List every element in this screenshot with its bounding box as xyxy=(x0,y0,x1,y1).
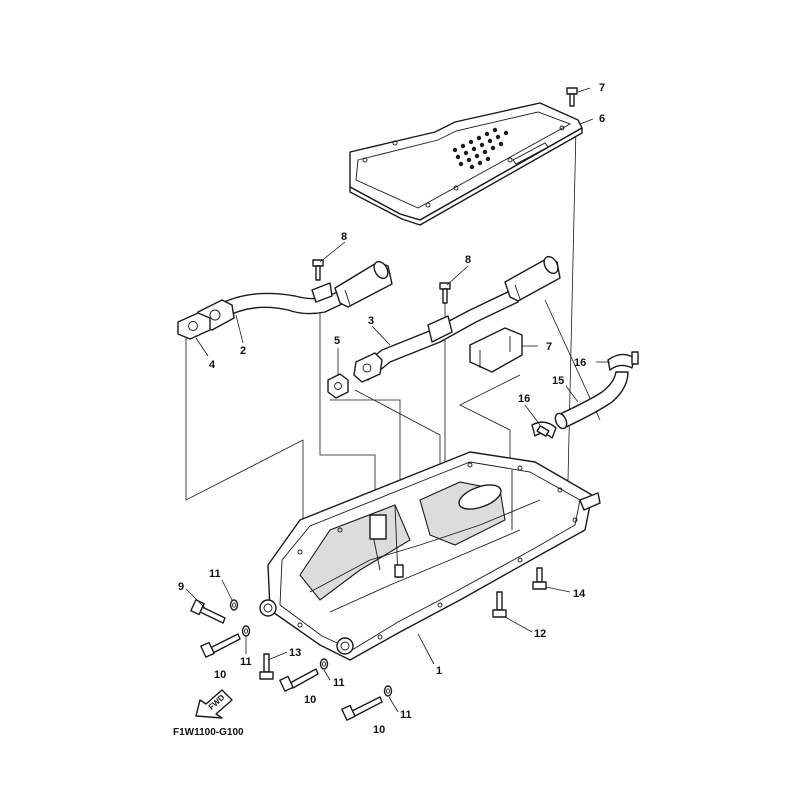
callout-8-middle: 8 xyxy=(465,254,471,266)
callout-16-lower: 16 xyxy=(518,393,530,405)
pipe-part-3 xyxy=(353,255,561,383)
washer-11-d xyxy=(383,685,393,697)
callout-16-upper: 16 xyxy=(574,357,586,369)
bolt-8-top xyxy=(566,87,578,107)
alignment-guides xyxy=(185,127,601,600)
bolt-14 xyxy=(532,567,547,590)
callout-6: 6 xyxy=(599,113,605,125)
bolt-10-b xyxy=(279,668,319,692)
gasket-part-4 xyxy=(177,312,211,340)
bolt-13 xyxy=(259,653,274,680)
bolt-8-left xyxy=(312,259,324,281)
oil-pan-part-1 xyxy=(259,451,601,661)
callout-11-a: 11 xyxy=(209,568,221,580)
bolt-12 xyxy=(492,591,507,618)
callout-leaders xyxy=(185,87,610,713)
washer-11-b xyxy=(241,625,251,637)
forward-direction-arrow: FWD xyxy=(195,689,233,719)
cover-plate-part-6 xyxy=(349,102,583,226)
cover-vent-holes xyxy=(452,127,509,170)
callout-10-a: 10 xyxy=(214,669,226,681)
callout-14: 14 xyxy=(573,588,586,600)
washer-11-c xyxy=(319,658,329,670)
callout-8-left: 8 xyxy=(341,231,347,243)
callout-1: 1 xyxy=(436,665,442,677)
bracket-part-7 xyxy=(469,327,523,373)
callout-11-d: 11 xyxy=(400,709,412,721)
callout-3: 3 xyxy=(368,315,374,327)
callout-7: 7 xyxy=(546,341,552,353)
callout-10-b: 10 xyxy=(304,694,316,706)
pipe-part-2 xyxy=(197,260,393,331)
hose-part-15 xyxy=(554,371,629,430)
callout-9: 9 xyxy=(178,581,184,593)
clamp-part-16-lower xyxy=(531,421,557,439)
callout-11-c: 11 xyxy=(333,677,345,689)
clamp-part-16-upper xyxy=(607,351,639,371)
bolt-9 xyxy=(190,599,226,624)
callout-labels: 7 6 8 8 2 4 3 5 7 16 15 16 1 11 9 10 11 … xyxy=(178,82,605,736)
callout-12: 12 xyxy=(534,628,546,640)
bolt-10-c xyxy=(341,696,383,721)
bolt-8-middle xyxy=(439,282,451,304)
callout-5: 5 xyxy=(334,335,340,347)
callout-8-top: 7 xyxy=(599,82,605,94)
callout-4: 4 xyxy=(209,359,216,371)
callout-2: 2 xyxy=(240,345,246,357)
callout-11-b: 11 xyxy=(240,656,252,668)
callout-13: 13 xyxy=(289,647,301,659)
callout-10-c: 10 xyxy=(373,724,385,736)
bolt-10-a xyxy=(200,633,241,658)
callout-15: 15 xyxy=(552,375,564,387)
diagram-reference-code: F1W1100-G100 xyxy=(173,727,244,738)
washer-11-a xyxy=(229,599,239,611)
gasket-part-5 xyxy=(327,373,349,399)
